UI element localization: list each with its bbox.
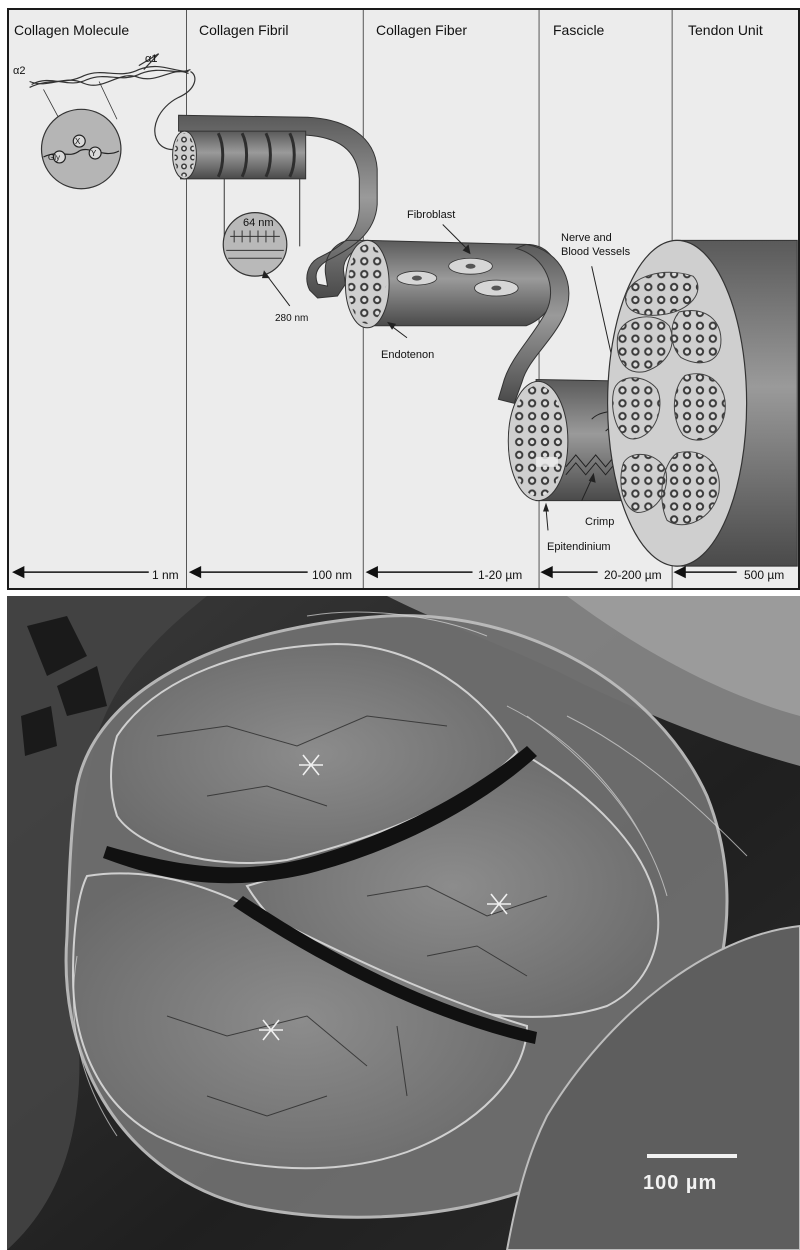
scale-label-fascicle: 20-200 µm — [603, 568, 663, 582]
scale-label-molecule: 1 nm — [151, 568, 180, 582]
fibril-diameter-label: 280 nm — [275, 312, 308, 326]
column-title-collagen-fiber: Collagen Fiber — [376, 22, 467, 38]
gly-label: Gly — [48, 151, 60, 165]
fibril-period-label: 64 nm — [243, 216, 274, 230]
scale-bar-label: 100 µm — [643, 1172, 717, 1195]
y-label: Y — [91, 147, 96, 161]
scale-label-tendon-unit: 500 µm — [743, 568, 785, 582]
molecule-magnification-circle — [42, 109, 121, 188]
x-label: X — [75, 135, 80, 149]
blood-vessels-label: Blood Vessels — [561, 245, 630, 259]
nerve-label: Nerve and — [561, 231, 612, 245]
column-title-collagen-fibril: Collagen Fibril — [199, 22, 288, 38]
crimp-label: Crimp — [585, 515, 614, 529]
micrograph-artwork — [7, 596, 800, 1250]
collagen-fiber — [345, 225, 568, 404]
endotenon-label: Endotenon — [381, 348, 434, 362]
tendon-unit — [608, 240, 798, 566]
fibroblast-label: Fibroblast — [407, 208, 455, 222]
column-title-collagen-molecule: Collagen Molecule — [14, 22, 129, 38]
scale-label-fibril: 100 nm — [311, 568, 353, 582]
sem-micrograph: 100 µm — [7, 596, 800, 1250]
alpha2-label: α2 — [13, 64, 25, 78]
tendon-hierarchy-diagram: Collagen Molecule Collagen Fibril Collag… — [7, 8, 800, 590]
column-title-tendon-unit: Tendon Unit — [688, 22, 763, 38]
alpha1-label: α1 — [145, 52, 157, 66]
scale-label-fiber: 1-20 µm — [477, 568, 523, 582]
column-title-fascicle: Fascicle — [553, 22, 604, 38]
epitendinium-label: Epitendinium — [547, 540, 611, 554]
diagram-artwork — [9, 10, 798, 588]
